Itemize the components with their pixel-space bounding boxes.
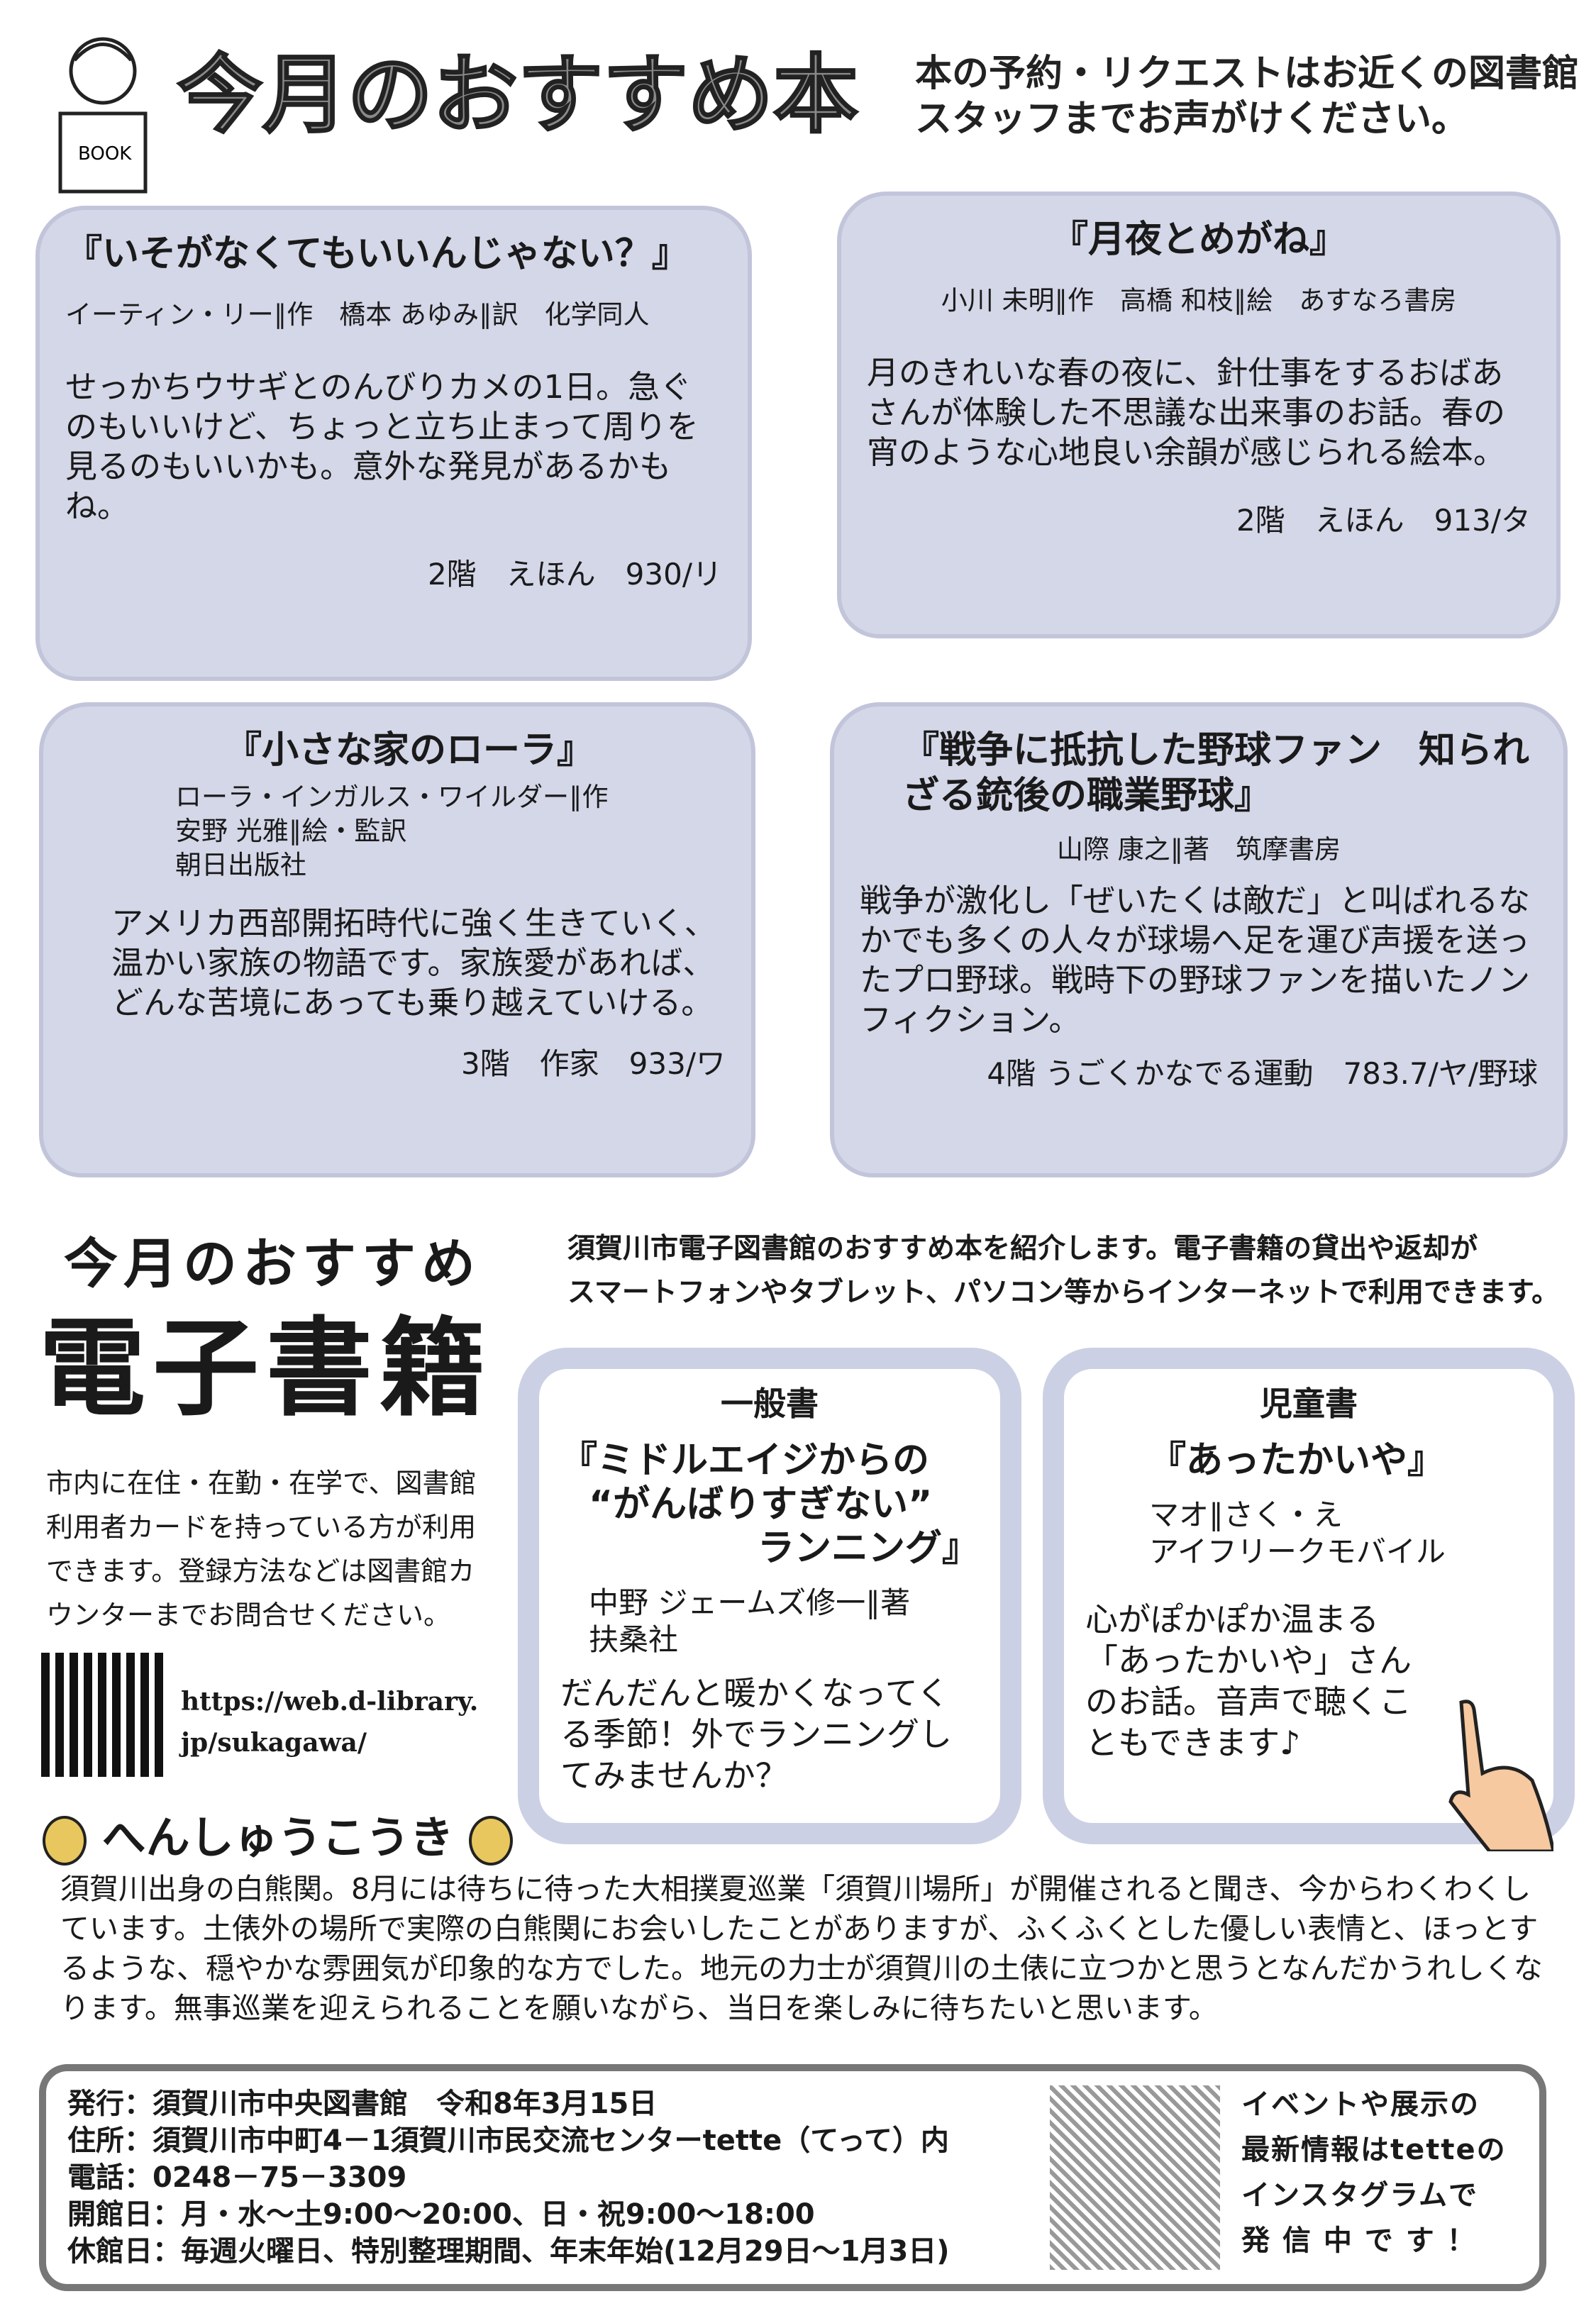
book-card: 『小さな家のローラ』 ローラ・インガルス・ワイルダー∥作安野 光雅∥絵・監訳朝日… — [39, 702, 755, 1177]
ebook-description: 市内に在住・在勤・在学で、図書館利用者カードを持っている方が利用できます。登録方… — [46, 1468, 477, 1631]
ebook-heading-small: 今月のおすすめ — [64, 1232, 481, 1295]
ebook-authors: マオ∥さく・えアイフリークモバイル — [1149, 1497, 1446, 1569]
category-label: 一般書 — [721, 1385, 819, 1423]
book-description: 月のきれいな春の夜に、針仕事をするおばあさんが体験した不思議な出来事のお話。春の… — [867, 354, 1506, 471]
book-description: せっかちウサギとのんびりカメの1日。急ぐのもいいけど、ちょっと立ち止まって周りを… — [65, 368, 699, 525]
phone-line: 電話：0248－75－3309 — [67, 2161, 407, 2194]
book-card: 『戦争に抵抗した野球ファン 知られざる銃後の職業野球』 山際 康之∥著 筑摩書房… — [830, 702, 1568, 1177]
ebook-box-general: 一般書 『ミドルエイジからの“がんばりすぎない”ランニング』 中野 ジェームズ修… — [518, 1348, 1021, 1844]
svg-text:BOOK: BOOK — [78, 143, 132, 165]
face-icon — [469, 1815, 514, 1866]
closed-days-line: 休館日：毎週火曜日、特別整理期間、年末年始(12月29日～1月3日) — [67, 2235, 950, 2268]
hours-line: 開館日：月・水～土9:00～20:00、日・祝9:00～18:00 — [67, 2198, 815, 2231]
book-location: 4階 うごくかなでる運動 783.7/ヤ/野球 — [987, 1056, 1538, 1091]
book-title: 『小さな家のローラ』 — [225, 729, 594, 772]
book-title: 『月夜とめがね』 — [1051, 218, 1346, 261]
mascot-illustration: BOOK — [35, 28, 170, 199]
book-authors: ローラ・インガルス・ワイルダー∥作安野 光雅∥絵・監訳朝日出版社 — [175, 782, 609, 880]
book-authors: 小川 未明∥作 高橋 和枝∥絵 あすなろ書房 — [941, 285, 1457, 316]
book-card: 『いそがなくてもいいんじゃない？』 イーティン・リー∥作 橋本 あゆみ∥訳 化学… — [35, 206, 752, 681]
reservation-note: 本の予約・リクエストはお近くの図書館スタッフまでお声がけください。 — [915, 52, 1580, 140]
ebook-description: 心がぽかぽか温まる「あったかいや」さんのお話。音声で聴くこともできます♪ — [1085, 1600, 1412, 1762]
editorial-text: 須賀川出身の白熊関。8月には待ちに待った大相撲夏巡業「須賀川場所」が開催されると… — [60, 1872, 1543, 2025]
book-title: 『戦争に抵抗した野球ファン 知られざる銃後の職業野球』 — [902, 729, 1530, 817]
editorial-heading: へんしゅうこうき — [43, 1802, 514, 1866]
instagram-note: イベントや展示の最新情報はtetteのインスタグラムで発 信 中 で す ！ — [1241, 2088, 1507, 2257]
book-location: 3階 作家 933/ワ — [460, 1046, 726, 1081]
address-line: 住所：須賀川市中町4－1須賀川市民交流センターtette（てって）内 — [67, 2124, 949, 2157]
book-description: 戦争が激化し「ぜいたくは敵だ」と叫ばれるなかでも多くの人々が球場へ足を運び声援を… — [860, 882, 1531, 1038]
book-location: 2階 えほん 930/リ — [427, 557, 722, 592]
book-authors: イーティン・リー∥作 橋本 あゆみ∥訳 化学同人 — [65, 299, 650, 330]
face-icon — [43, 1815, 87, 1866]
ebook-title: 『ミドルエイジからの“がんばりすぎない”ランニング』 — [560, 1439, 979, 1570]
instagram-qr-code-icon[interactable] — [1050, 2085, 1220, 2270]
category-label: 児童書 — [1260, 1385, 1358, 1423]
ebook-intro: 須賀川市電子図書館のおすすめ本を紹介します。電子書籍の貸出や返却がスマートフォン… — [567, 1233, 1560, 1309]
book-title: 『いそがなくてもいいんじゃない？』 — [65, 233, 689, 275]
publisher-line: 発行：須賀川市中央図書館 令和8年3月15日 — [67, 2088, 658, 2120]
book-authors: 山際 康之∥著 筑摩書房 — [1056, 834, 1341, 865]
qr-code-icon[interactable] — [41, 1653, 165, 1777]
ebook-title: 『あったかいや』 — [1149, 1439, 1445, 1482]
book-card: 『月夜とめがね』 小川 未明∥作 高橋 和枝∥絵 あすなろ書房 月のきれいな春の… — [837, 192, 1561, 638]
page-title: 今月のおすすめ本 — [177, 45, 860, 146]
ebook-authors: 中野 ジェームズ修一∥著扶桑社 — [589, 1585, 911, 1657]
ebook-heading-large: 電子書籍 — [39, 1307, 494, 1431]
book-location: 2階 えほん 913/タ — [1236, 503, 1531, 538]
pointing-hand-icon — [1447, 1695, 1556, 1853]
ebook-box-children: 児童書 『あったかいや』 マオ∥さく・えアイフリークモバイル 心がぽかぽか温まる… — [1043, 1348, 1575, 1844]
footer-info: 発行：須賀川市中央図書館 令和8年3月15日 住所：須賀川市中町4－1須賀川市民… — [39, 2064, 1546, 2291]
ebook-url-link[interactable]: https://web.d-library.jp/sukagawa/ — [181, 1687, 479, 1758]
book-description: アメリカ西部開拓時代に強く生きていく、温かい家族の物語です。家族愛があれば、どん… — [111, 904, 716, 1021]
ebook-description: だんだんと暖かくなってくる季節！外でランニングしてみませんか？ — [560, 1674, 952, 1795]
